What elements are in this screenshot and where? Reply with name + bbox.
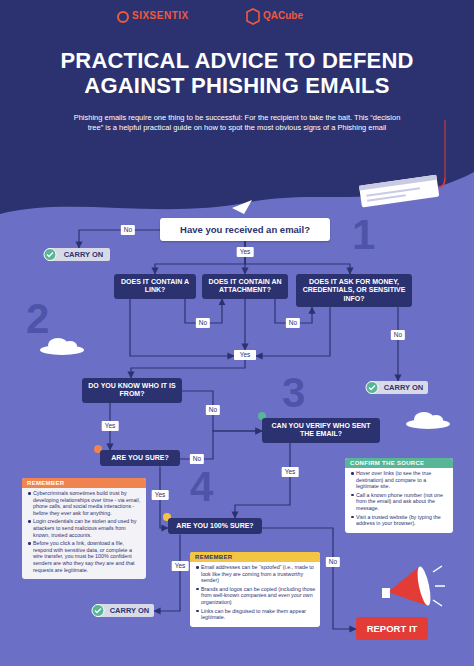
start-box: Have you received an email? [160, 218, 330, 241]
outcome-box: CARRY ON [370, 381, 428, 394]
step-number: 1 [352, 214, 375, 256]
connector [155, 241, 245, 274]
box-text: Have you received an email? [166, 224, 324, 235]
box-text: ARE YOU 100% SURE? [173, 522, 257, 530]
connector [245, 241, 350, 274]
fish-line [445, 120, 446, 178]
bullet-text: Visit a trusted website (by typing the a… [348, 514, 449, 527]
connector [182, 391, 262, 431]
edge-label: Yes [237, 247, 254, 257]
connector [397, 307, 398, 381]
report-box: REPORT IT [356, 617, 428, 640]
box-text: DOES IT CONTAIN AN ATTACHMENT? [207, 278, 283, 295]
header-band [0, 0, 474, 214]
question-box: CAN YOU VERIFY WHO SENT THE EMAIL? [262, 418, 380, 443]
bullet-text: Email addresses can be “spoofed” (i.e., … [193, 564, 316, 584]
bullet-text: Hover over links (to see the true destin… [348, 470, 449, 490]
question-box: ARE YOU SURE? [100, 450, 180, 466]
cloud [63, 341, 77, 351]
box-text: ARE YOU SURE? [105, 454, 175, 462]
logo-text: SIXSENTIX [132, 10, 189, 21]
edge-label: No [196, 318, 210, 328]
card-heading: REMEMBER [22, 478, 146, 488]
megaphone-handle [382, 588, 390, 598]
step-number: 4 [190, 466, 213, 508]
bullet-text: Login credentials can be stolen and used… [25, 518, 142, 538]
connector [131, 360, 245, 378]
question-box: DO YOU KNOW WHO IT IS FROM? [82, 378, 182, 403]
question-box: DOES IT CONTAIN A LINK? [114, 274, 196, 299]
connector [154, 534, 180, 611]
junction-box: Yes [234, 350, 256, 360]
email-card-bar [359, 175, 437, 191]
edge-label: No [391, 330, 405, 340]
megaphone [382, 565, 445, 606]
remember-card: REMEMBER Cybercriminals sometimes build t… [22, 478, 146, 579]
bullet-text: Brands and logos can be copied (includin… [193, 586, 316, 606]
box-text: REPORT IT [360, 623, 424, 634]
megaphone-mouth [415, 565, 433, 606]
email-card-line [367, 195, 406, 200]
edge-label: Yes [152, 490, 169, 500]
box-text: CARRY ON [109, 606, 150, 615]
box-text: CARRY ON [61, 250, 106, 259]
logo-text: QACube [263, 10, 303, 21]
sound-line [433, 600, 442, 606]
box-text: CAN YOU VERIFY WHO SENT THE EMAIL? [267, 422, 375, 439]
edge-label: Yes [282, 467, 299, 477]
card-heading: REMEMBER [190, 552, 320, 562]
sound-line [433, 566, 442, 572]
connector [235, 443, 290, 518]
edge-label: No [206, 405, 220, 415]
question-box: DOES IT CONTAIN AN ATTACHMENT? [202, 274, 288, 299]
cloud [406, 412, 450, 429]
edge-label: No [190, 454, 204, 464]
box-text: DO YOU KNOW WHO IT IS FROM? [87, 382, 177, 399]
connector [130, 299, 234, 356]
connector [256, 307, 330, 356]
edge-label: No [326, 557, 340, 567]
bullet-text: Call a known phone number (not one from … [348, 492, 449, 512]
logo-icon [118, 12, 128, 22]
email-card [359, 175, 439, 208]
outcome-box: CARRY ON [48, 248, 110, 261]
cloud [40, 338, 84, 355]
confirm-card: CONFIRM THE SOURCE Hover over links (to s… [345, 458, 453, 533]
email-card-line [366, 188, 419, 196]
step-number: 2 [26, 298, 49, 340]
box-text: DOES IT ASK FOR MONEY, CREDENTIALS, OR S… [301, 278, 407, 303]
connector [79, 230, 160, 248]
edge-label: Yes [102, 421, 119, 431]
bullet-text: Cybercriminals sometimes build trust by … [25, 490, 142, 516]
paper-plane [232, 200, 252, 214]
logo-icon [247, 9, 259, 24]
bullet-text: Links can be disguised to make them appe… [193, 608, 316, 621]
box-text: CARRY ON [383, 383, 424, 392]
title: PRACTICAL ADVICE TO DEFEND AGAINST PHISH… [17, 48, 457, 99]
sound-line [435, 585, 445, 587]
subtitle: Phishing emails require one thing to be … [72, 113, 402, 133]
box-text: DOES IT CONTAIN A LINK? [119, 278, 191, 295]
edge-label: No [286, 318, 300, 328]
email-card [359, 175, 439, 208]
outcome-box: CARRY ON [96, 604, 154, 617]
bullet-text: Before you click a link, download a file… [25, 540, 142, 573]
card-heading: CONFIRM THE SOURCE [345, 458, 453, 468]
step-number: 3 [282, 372, 305, 414]
remember-card: REMEMBER Email addresses can be “spoofed”… [190, 552, 320, 627]
edge-label: No [121, 225, 135, 235]
box-text: Yes [237, 351, 253, 359]
connector [244, 299, 245, 350]
question-box: ARE YOU 100% SURE? [168, 518, 262, 534]
question-box: DOES IT ASK FOR MONEY, CREDENTIALS, OR S… [296, 274, 412, 307]
edge-label: Yes [172, 561, 189, 571]
cloud [429, 415, 443, 425]
